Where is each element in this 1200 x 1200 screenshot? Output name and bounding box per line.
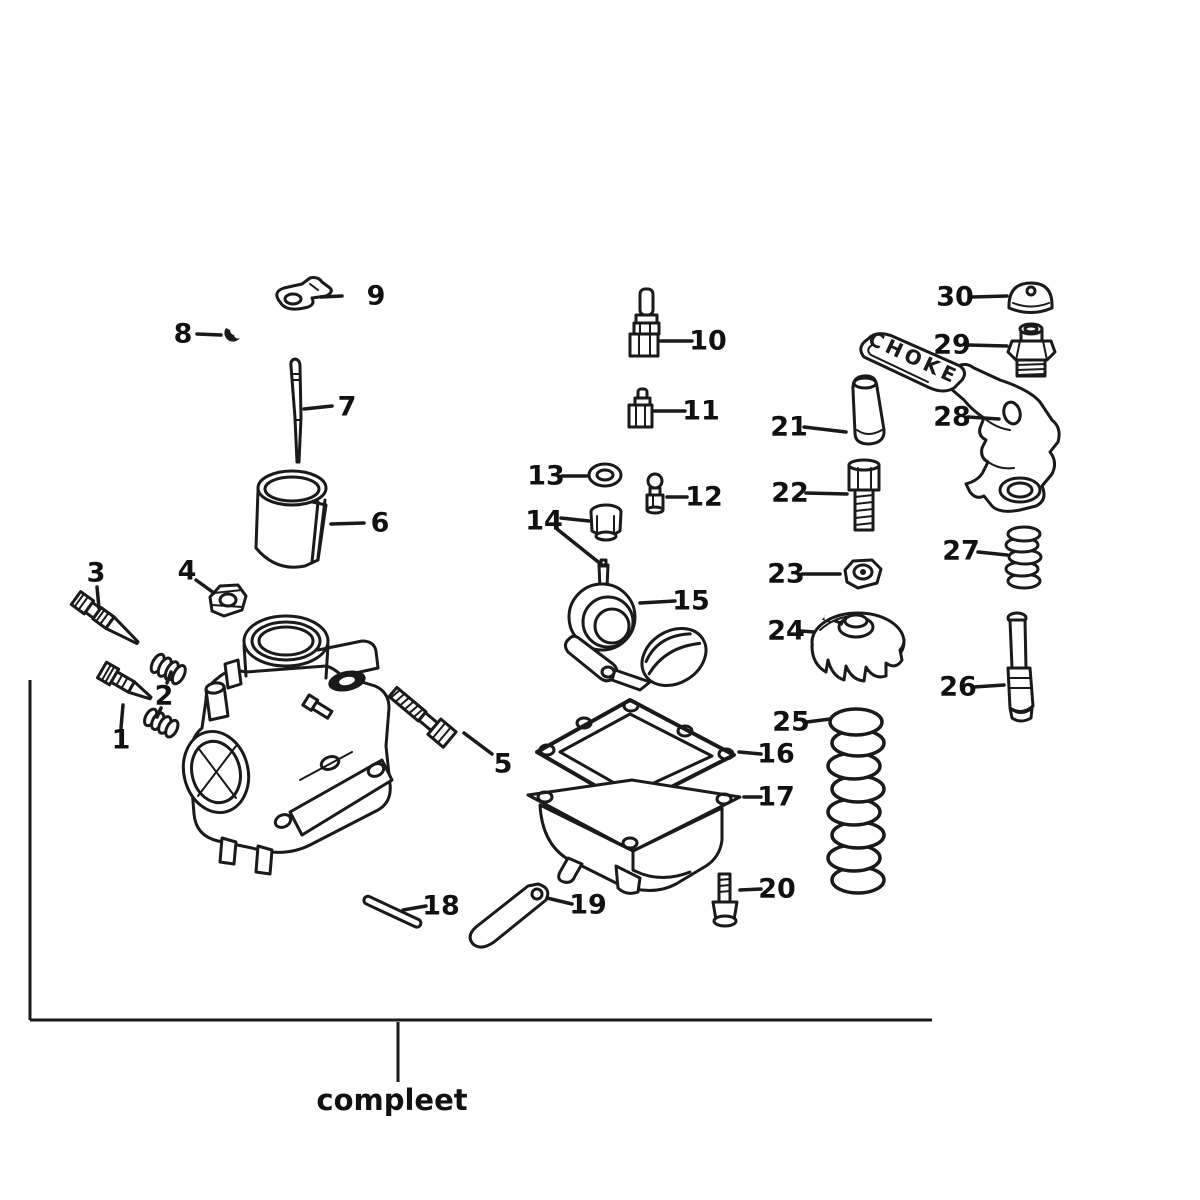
part-21-leader-line xyxy=(802,425,848,434)
adjuster-spring-lower-drawing xyxy=(143,707,180,739)
part-20-leader-line xyxy=(738,887,763,892)
compleet-bracket-layer: compleet xyxy=(28,680,932,1117)
part-label-13: 13 xyxy=(527,461,565,492)
part-label-11: 11 xyxy=(682,396,720,427)
part-3-leader-line xyxy=(95,585,101,610)
part-label-7: 7 xyxy=(338,392,357,423)
part-label-24: 24 xyxy=(767,616,805,647)
part-label-30: 30 xyxy=(936,282,974,313)
part-label-20: 20 xyxy=(758,874,796,905)
part-label-26: 26 xyxy=(939,672,977,703)
part-18-leader-line xyxy=(401,904,428,912)
needle-jet-drawing xyxy=(628,287,661,358)
part-label-23: 23 xyxy=(767,559,805,590)
dome-cap-drawing xyxy=(1007,281,1054,314)
part-label-6: 6 xyxy=(371,508,390,539)
part-19-leader-line xyxy=(545,896,574,906)
part-27-leader-line xyxy=(976,550,1009,557)
part-label-17: 17 xyxy=(757,782,795,813)
choke-knob-cone-drawing xyxy=(851,374,886,446)
part-label-21: 21 xyxy=(770,412,808,443)
part-29-leader-line xyxy=(966,343,1009,348)
part-8-leader-line xyxy=(195,332,223,337)
part-label-10: 10 xyxy=(689,326,727,357)
lock-nut-drawing xyxy=(208,583,248,618)
hex-nut-drawing xyxy=(843,558,883,590)
part-label-16: 16 xyxy=(757,739,795,770)
small-spring-drawing xyxy=(1004,525,1043,590)
part-label-15: 15 xyxy=(672,586,710,617)
part-label-19: 19 xyxy=(569,890,607,921)
part-label-8: 8 xyxy=(174,319,193,350)
part-25-leader-line xyxy=(805,717,832,724)
part-label-25: 25 xyxy=(772,707,810,738)
air-screw-drawing xyxy=(69,590,140,645)
overflow-tube-drawing xyxy=(468,882,550,949)
float-bowl-drawing xyxy=(526,778,742,895)
leader-lines-layer xyxy=(95,294,1009,912)
part-14-leader-line xyxy=(555,527,604,567)
part-label-22: 22 xyxy=(771,478,809,509)
part-16-leader-line xyxy=(737,750,763,756)
carburetor-body-drawing xyxy=(181,614,394,876)
jet-needle-drawing xyxy=(289,357,303,464)
large-spring-drawing xyxy=(826,707,886,895)
part-2-leader-line xyxy=(165,670,173,685)
part-7-leader-line xyxy=(302,404,334,411)
part-label-3: 3 xyxy=(87,558,106,589)
choke-plunger-drawing xyxy=(1006,611,1035,723)
part-15-leader-line xyxy=(638,599,677,605)
part-26-leader-line xyxy=(972,683,1006,689)
choke-screw-drawing xyxy=(847,458,881,532)
main-jet-drawing xyxy=(627,387,654,429)
part-2-leader-line xyxy=(155,706,163,719)
drain-screw-drawing xyxy=(711,872,739,928)
pilot-jet-drawing xyxy=(645,472,665,515)
part-5-leader-line xyxy=(462,731,494,756)
part-label-9: 9 xyxy=(367,281,386,312)
float-pin-drawing xyxy=(362,894,423,929)
part-24-leader-line xyxy=(799,629,816,634)
adjuster-spring-upper-drawing xyxy=(149,652,187,686)
part-9-leader-line xyxy=(319,294,344,299)
part-22-leader-line xyxy=(804,491,849,496)
choke-lever-drawing: CHOKE xyxy=(859,326,1061,513)
part-label-2: 2 xyxy=(155,681,174,712)
part-4-leader-line xyxy=(194,578,216,595)
e-clip-drawing xyxy=(224,328,240,342)
throttle-slide-drawing xyxy=(254,469,328,569)
throttle-stop-screw-drawing xyxy=(96,660,153,701)
flange-bolt-drawing xyxy=(387,685,458,749)
part-label-12: 12 xyxy=(685,482,723,513)
part-label-28: 28 xyxy=(933,402,971,433)
o-ring-drawing xyxy=(587,462,623,488)
float-assembly-drawing xyxy=(563,558,708,692)
part-label-14: 14 xyxy=(525,506,563,537)
choke-fitting-drawing xyxy=(1006,322,1057,378)
part-label-5: 5 xyxy=(494,749,513,780)
part-label-18: 18 xyxy=(422,891,460,922)
part-14-leader-line xyxy=(559,516,591,523)
part-label-29: 29 xyxy=(933,330,971,361)
part-28-leader-line xyxy=(966,415,1001,421)
part-label-1: 1 xyxy=(112,725,131,756)
adjuster-cap-drawing xyxy=(810,611,906,683)
part-1-leader-line xyxy=(119,703,125,730)
compleet-label: compleet xyxy=(316,1083,467,1117)
part-label-4: 4 xyxy=(178,556,197,587)
needle-retainer-clip-drawing xyxy=(275,276,333,311)
part-6-leader-line xyxy=(329,521,366,526)
valve-seat-cap-drawing xyxy=(589,503,623,542)
part-label-27: 27 xyxy=(942,536,980,567)
part-30-leader-line xyxy=(970,294,1009,299)
